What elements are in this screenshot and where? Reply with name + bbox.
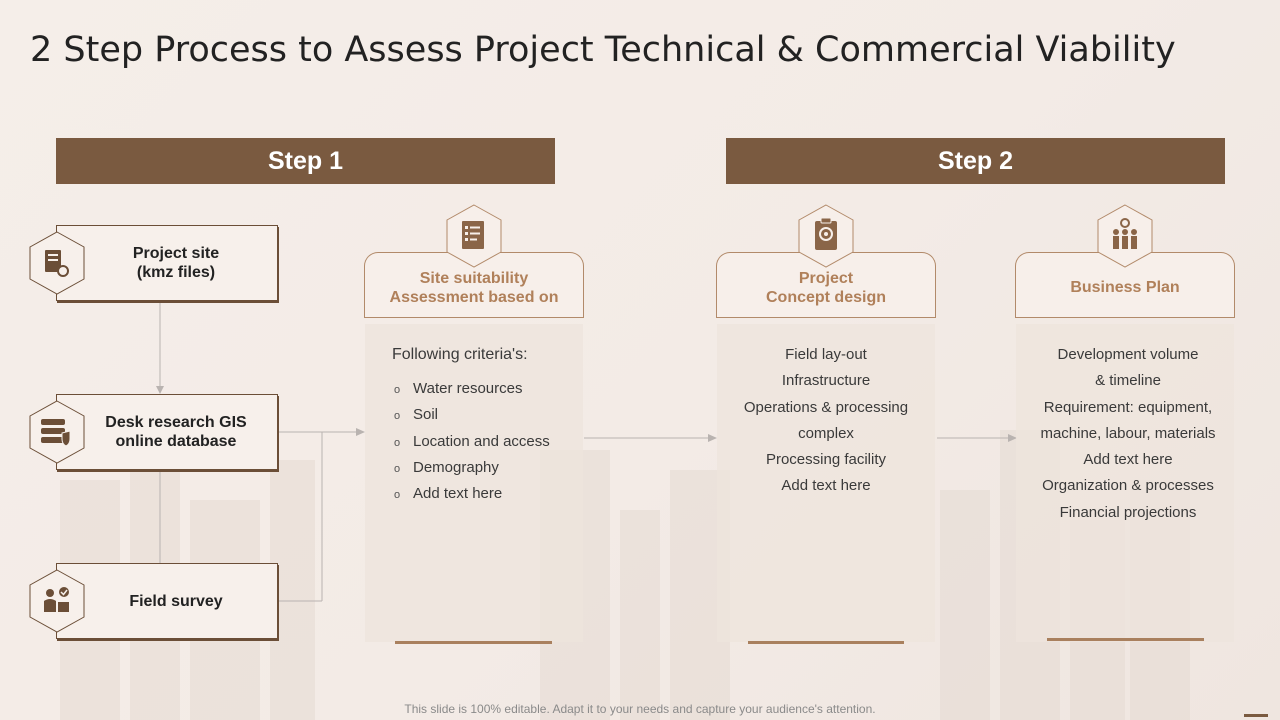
database-shield-icon	[28, 399, 86, 465]
heading-line: Assessment based on	[389, 288, 559, 306]
concept-items: Field lay-out Infrastructure Operations …	[716, 342, 936, 500]
source-sublabel: online database	[115, 433, 237, 450]
list-item: & timeline	[1095, 372, 1161, 390]
list-item: Add text here	[781, 477, 871, 495]
list-item: Financial projections	[1059, 503, 1197, 521]
footer-note: This slide is 100% editable. Adapt it to…	[404, 702, 876, 716]
panel-underline	[748, 641, 904, 644]
arrow-right-head	[1008, 434, 1017, 442]
arrow-right-head	[708, 434, 717, 442]
heading-line: Project	[798, 269, 854, 287]
panel-underline	[395, 641, 552, 644]
list-item: complex	[798, 424, 854, 442]
concept-design-panel	[717, 324, 935, 642]
source-desk-research: Desk research GIS online database	[56, 394, 278, 470]
list-item: Processing facility	[765, 451, 887, 469]
source-label: Desk research GIS	[105, 414, 247, 431]
business-items: Development volume & timeline Requiremen…	[1017, 342, 1239, 526]
corner-accent	[1244, 714, 1268, 717]
heading-line: Site suitability	[419, 269, 529, 287]
checklist-icon	[445, 203, 503, 269]
heading-line: Concept design	[765, 288, 886, 306]
list-item: machine, labour, materials	[1040, 424, 1216, 442]
step-2-banner: Step 2	[726, 138, 1225, 184]
page-title: 2 Step Process to Assess Project Technic…	[30, 30, 1176, 70]
step-1-banner: Step 1	[56, 138, 555, 184]
list-item: Field lay-out	[785, 346, 867, 363]
site-suitability-panel	[365, 324, 583, 642]
source-sublabel: (kmz files)	[136, 264, 216, 281]
arrow-right-head	[356, 428, 365, 436]
clipboard-gear-icon	[797, 203, 855, 269]
source-project-site: Project site (kmz files)	[56, 225, 278, 301]
list-item: Infrastructure	[781, 372, 871, 390]
panel-underline	[1047, 638, 1204, 641]
list-item: Development volume	[1057, 346, 1199, 363]
team-gear-icon	[1096, 203, 1154, 269]
source-field-survey: Field survey	[56, 563, 278, 639]
heading-line: Business Plan	[1070, 279, 1180, 296]
list-item: Add text here	[1083, 451, 1173, 469]
list-item: Organization & processes	[1042, 477, 1214, 495]
criteria-lead: Following criteria's:	[392, 346, 528, 363]
person-checkmark-icon	[28, 568, 86, 634]
source-label: Project site	[132, 245, 220, 262]
document-gear-icon	[28, 230, 86, 296]
list-item: Operations & processing	[743, 398, 909, 416]
list-item: Requirement: equipment,	[1043, 398, 1213, 416]
arrow-down-head	[156, 386, 164, 394]
business-plan-panel	[1016, 324, 1234, 642]
source-label: Field survey	[129, 592, 223, 610]
